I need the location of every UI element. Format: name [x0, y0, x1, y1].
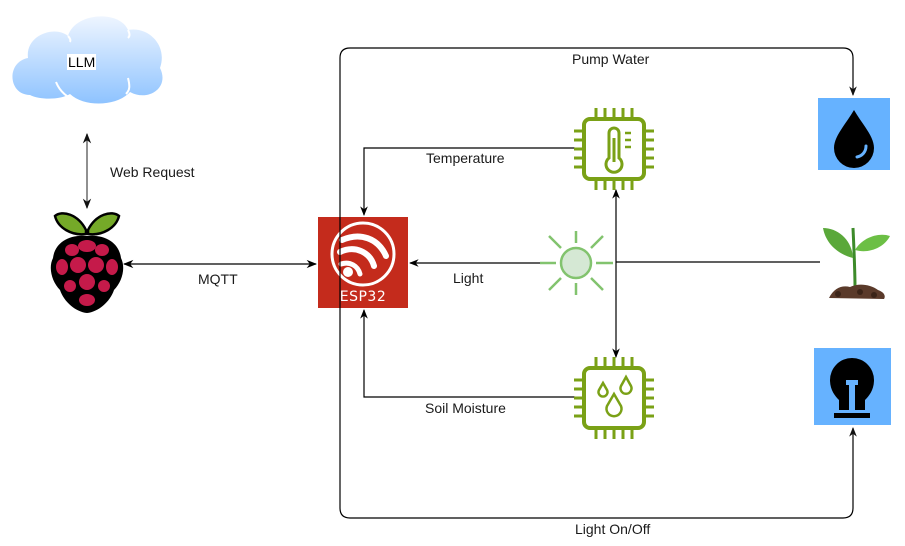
- soil-moisture-label: Soil Moisture: [425, 400, 506, 416]
- temperature-chip-icon: [574, 108, 654, 190]
- water-pump-icon: [818, 98, 890, 170]
- mqtt-label: MQTT: [198, 271, 238, 287]
- raspberry-pi-icon: [50, 212, 124, 313]
- temperature-edge: [360, 147, 575, 216]
- esp32-icon: [318, 217, 408, 308]
- esp32-label: ESP32: [339, 289, 387, 305]
- light-label: Light: [453, 270, 484, 286]
- temperature-label: Temperature: [426, 150, 505, 166]
- web-request-label: Web Request: [110, 164, 195, 180]
- sun-icon: [540, 231, 613, 295]
- pump-water-label: Pump Water: [572, 51, 650, 67]
- water-drops-chip-icon: [574, 357, 654, 439]
- llm-label: LLM: [67, 54, 97, 70]
- soil-moisture-edge: [360, 309, 575, 398]
- pump-water-edge: [339, 47, 857, 262]
- light-on-off-label: Light On/Off: [575, 521, 651, 537]
- light-on-off-edge: [339, 262, 857, 519]
- plant-sprout-icon: [823, 227, 890, 299]
- grow-light-icon: [814, 348, 891, 425]
